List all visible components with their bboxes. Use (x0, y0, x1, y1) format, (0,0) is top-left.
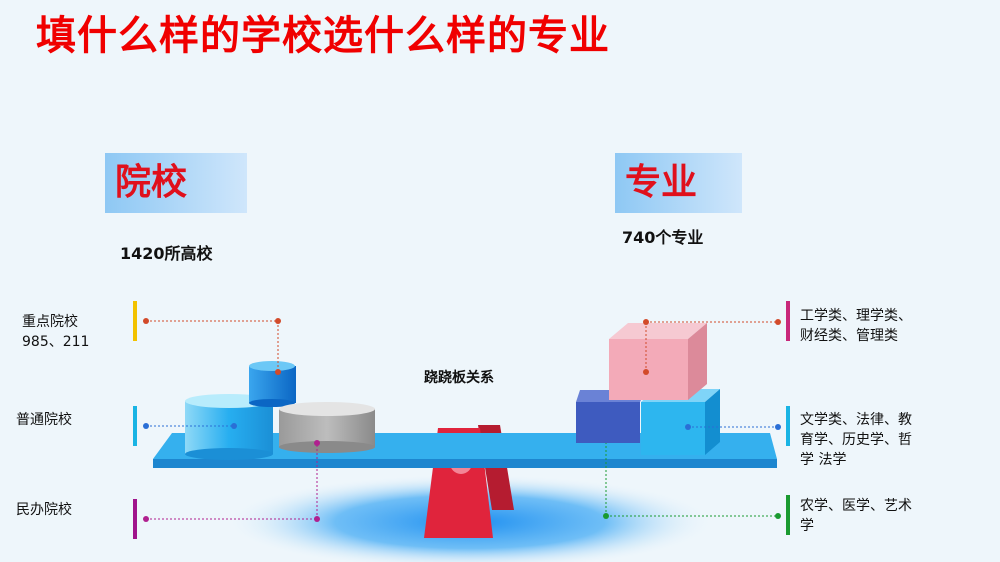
agriculture-line1: 农学、医学、艺术 (800, 498, 912, 514)
leader-humanities (685, 424, 781, 430)
regular-school-bar (133, 406, 137, 446)
engineering-line1: 工学类、理学类、 (800, 308, 912, 324)
leader-regular (143, 423, 237, 429)
key-school-line2: 985、211 (22, 334, 90, 350)
humanities-bar (786, 406, 790, 446)
private-school-bar (133, 499, 137, 539)
humanities-line3: 学 法学 (800, 452, 847, 468)
leader-engineering (643, 319, 781, 375)
cylinder-regular (185, 394, 273, 460)
humanities-line2: 育学、历史学、哲 (800, 432, 912, 448)
cylinder-key (249, 361, 296, 407)
humanities-line1: 文学类、法律、教 (800, 412, 912, 428)
agriculture-line2: 学 (800, 518, 814, 534)
engineering-bar (786, 301, 790, 341)
private-school-label: 民办院校 (16, 502, 72, 518)
cylinder-private (279, 402, 375, 453)
key-school-line1: 重点院校 (22, 314, 78, 330)
humanities-label: 文学类、法律、教 育学、历史学、哲 学 法学 (800, 410, 912, 470)
engineering-line2: 财经类、管理类 (800, 328, 898, 344)
page-title: 填什么样的学校选什么样的专业 (36, 13, 610, 59)
majors-heading: 专业 (615, 153, 742, 213)
regular-school-label: 普通院校 (16, 412, 72, 428)
leader-key (143, 318, 281, 375)
leader-agriculture (603, 443, 781, 519)
schools-heading: 院校 (105, 153, 247, 213)
engineering-label: 工学类、理学类、 财经类、管理类 (800, 306, 912, 346)
agriculture-bar (786, 495, 790, 535)
seesaw-relation-label: 跷跷板关系 (424, 370, 494, 386)
box-pink (609, 323, 707, 400)
key-school-bar (133, 301, 137, 341)
agriculture-label: 农学、医学、艺术 学 (800, 496, 912, 536)
schools-count: 1420所高校 (120, 244, 213, 263)
majors-count: 740个专业 (622, 228, 704, 247)
leader-private (143, 440, 320, 522)
key-school-label: 重点院校 985、211 (22, 312, 89, 352)
